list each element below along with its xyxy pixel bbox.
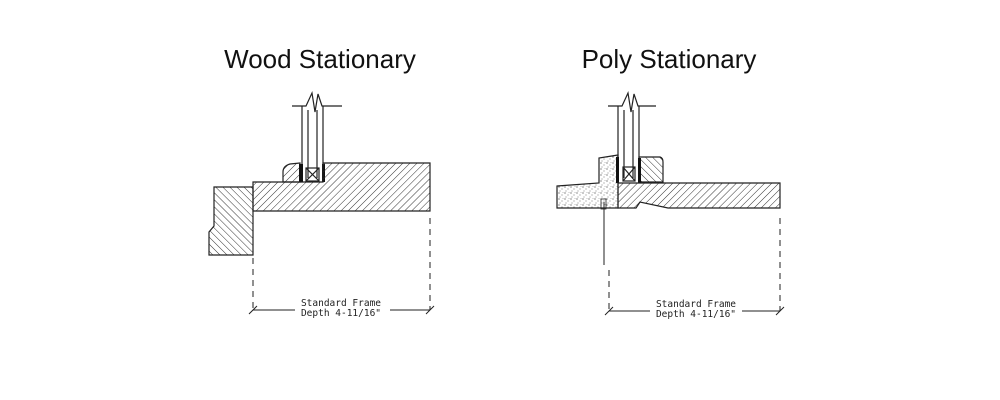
glass-pane — [292, 90, 342, 182]
glazing-seal — [616, 157, 619, 183]
wood-stationary-drawing — [208, 90, 435, 315]
wood-dimension-label-line1: Standard Frame — [301, 298, 381, 309]
sill — [617, 182, 781, 209]
glazing-stop — [638, 156, 664, 183]
exterior-casing — [208, 186, 254, 256]
glazing-seal — [299, 164, 303, 182]
wood-sill — [252, 162, 431, 212]
wood-stationary-title: Wood Stationary — [224, 44, 416, 74]
poly-stationary-title: Poly Stationary — [581, 44, 757, 74]
poly-stationary-drawing — [556, 90, 785, 316]
poly-dimension-label-line1: Standard Frame — [656, 299, 736, 310]
wood-dimension-label-line2: Depth 4-11/16" — [301, 308, 381, 319]
dimension — [604, 218, 785, 316]
glazing-stop — [282, 162, 301, 183]
poly-dimension-label-line2: Depth 4-11/16" — [656, 309, 736, 320]
dimension — [248, 218, 435, 315]
poly-frame — [556, 154, 619, 209]
glazing-seal — [638, 158, 641, 183]
